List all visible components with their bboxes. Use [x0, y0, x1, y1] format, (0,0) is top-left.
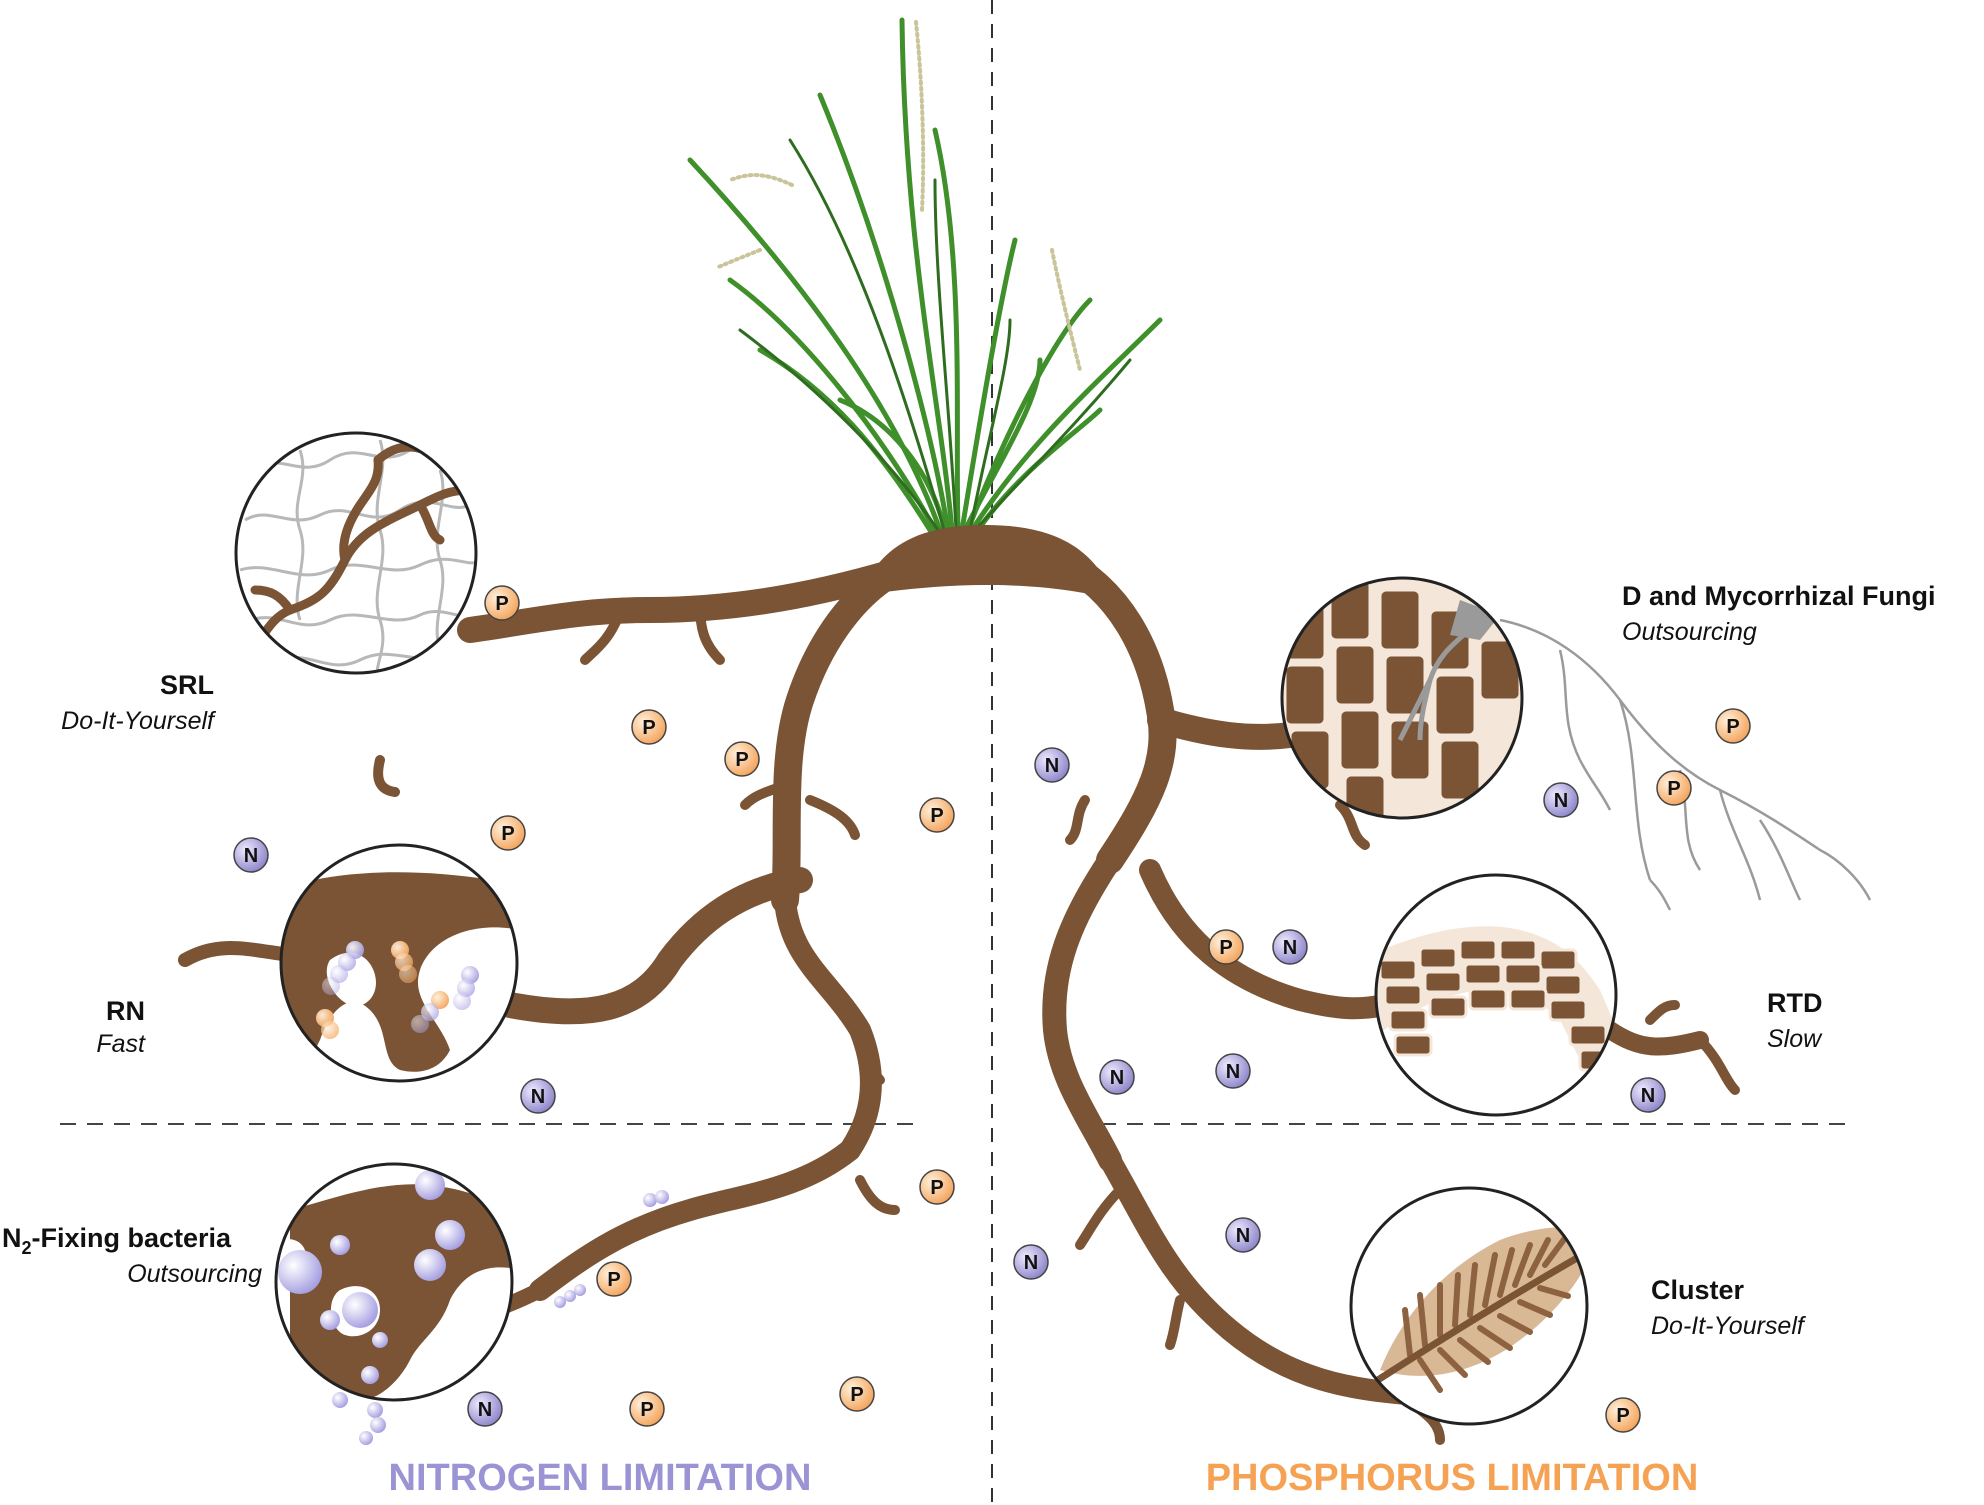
phosphorus-marker: P — [629, 1391, 665, 1427]
rn-zoom-circle — [279, 843, 519, 1083]
srl-zoom-circle — [234, 431, 478, 675]
svg-text:P: P — [495, 593, 508, 615]
svg-text:P: P — [930, 1177, 943, 1199]
svg-text:N: N — [1283, 937, 1297, 959]
rn-label: RN Fast — [96, 996, 146, 1058]
nitrogen-marker: N — [233, 837, 269, 873]
phosphorus-marker: P — [596, 1261, 632, 1297]
cluster-name: Cluster — [1651, 1275, 1745, 1305]
rn-name: RN — [106, 996, 145, 1026]
phosphorus-marker: P — [919, 797, 955, 833]
svg-text:N: N — [244, 845, 258, 867]
srl-name: SRL — [160, 670, 214, 700]
cluster-zoom-circle — [1349, 1186, 1589, 1426]
nitrogen-marker: N — [1272, 929, 1308, 965]
svg-text:P: P — [501, 823, 514, 845]
rtd-zoom-circle — [1374, 873, 1618, 1117]
svg-text:N: N — [478, 1399, 492, 1421]
svg-text:N: N — [1554, 790, 1568, 812]
phosphorus-marker: P — [1605, 1397, 1641, 1433]
grass-tuft — [687, 17, 1163, 533]
phosphorus-marker: P — [1715, 708, 1751, 744]
mycorrhiza-zoom-circle — [1280, 576, 1872, 911]
cluster-mode: Do-It-Yourself — [1651, 1312, 1807, 1340]
rn-nodule-chains — [316, 941, 479, 1039]
nitrogen-marker: N — [1013, 1244, 1049, 1280]
svg-text:N: N — [531, 1086, 545, 1108]
phosphorus-marker: P — [919, 1169, 955, 1205]
svg-text:N: N — [1045, 755, 1059, 777]
myco-name: D and Mycorrhizal Fungi — [1622, 581, 1936, 611]
nitrogen-marker: N — [1543, 782, 1579, 818]
nitrogen-marker: N — [467, 1391, 503, 1427]
phosphorus-marker: P — [490, 815, 526, 851]
srl-label: SRL Do-It-Yourself — [61, 670, 217, 735]
rtd-mode: Slow — [1767, 1025, 1823, 1053]
svg-text:P: P — [850, 1384, 863, 1406]
nitrogen-marker: N — [1099, 1059, 1135, 1095]
nitrogen-limitation-label: NITROGEN LIMITATION — [389, 1457, 812, 1499]
n2-label: N2-Fixing bacteria Outsourcing — [2, 1223, 262, 1288]
rn-mode: Fast — [96, 1030, 146, 1058]
cluster-label: Cluster Do-It-Yourself — [1651, 1275, 1807, 1340]
phosphorus-marker: P — [484, 585, 520, 621]
nitrogen-marker: N — [1215, 1053, 1251, 1089]
svg-text:N: N — [1641, 1085, 1655, 1107]
n2-name: N2-Fixing bacteria — [2, 1223, 232, 1258]
n2-bacteria-bubbles — [278, 1170, 669, 1445]
n2-mode: Outsourcing — [127, 1260, 262, 1288]
nitrogen-marker: N — [1034, 747, 1070, 783]
n2-zoom-circle — [274, 1162, 669, 1445]
nitrogen-marker: N — [1225, 1217, 1261, 1253]
svg-text:P: P — [607, 1269, 620, 1291]
rtd-label: RTD Slow — [1767, 988, 1823, 1053]
svg-text:P: P — [642, 717, 655, 739]
srl-mode: Do-It-Yourself — [61, 707, 217, 735]
svg-text:N: N — [1226, 1061, 1240, 1083]
phosphorus-marker: P — [1656, 770, 1692, 806]
phosphorus-marker: P — [631, 709, 667, 745]
svg-text:N: N — [1110, 1067, 1124, 1089]
svg-text:P: P — [640, 1399, 653, 1421]
svg-text:P: P — [1616, 1405, 1629, 1427]
svg-text:P: P — [1219, 937, 1232, 959]
nitrogen-marker: N — [1630, 1077, 1666, 1113]
phosphorus-marker: P — [724, 741, 760, 777]
svg-text:P: P — [735, 749, 748, 771]
phosphorus-limitation-label: PHOSPHORUS LIMITATION — [1206, 1457, 1699, 1499]
rtd-name: RTD — [1767, 988, 1823, 1018]
myco-mode: Outsourcing — [1622, 618, 1757, 646]
phosphorus-marker: P — [1208, 929, 1244, 965]
svg-text:P: P — [1667, 778, 1680, 800]
myco-label: D and Mycorrhizal Fungi Outsourcing — [1622, 581, 1936, 646]
svg-text:N: N — [1236, 1225, 1250, 1247]
svg-text:N: N — [1024, 1252, 1038, 1274]
svg-text:P: P — [930, 805, 943, 827]
root-system — [178, 525, 1740, 1445]
mycorrhizal-hyphae — [1499, 618, 1872, 911]
svg-text:P: P — [1726, 716, 1739, 738]
nitrogen-marker: N — [520, 1078, 556, 1114]
phosphorus-marker: P — [839, 1376, 875, 1412]
